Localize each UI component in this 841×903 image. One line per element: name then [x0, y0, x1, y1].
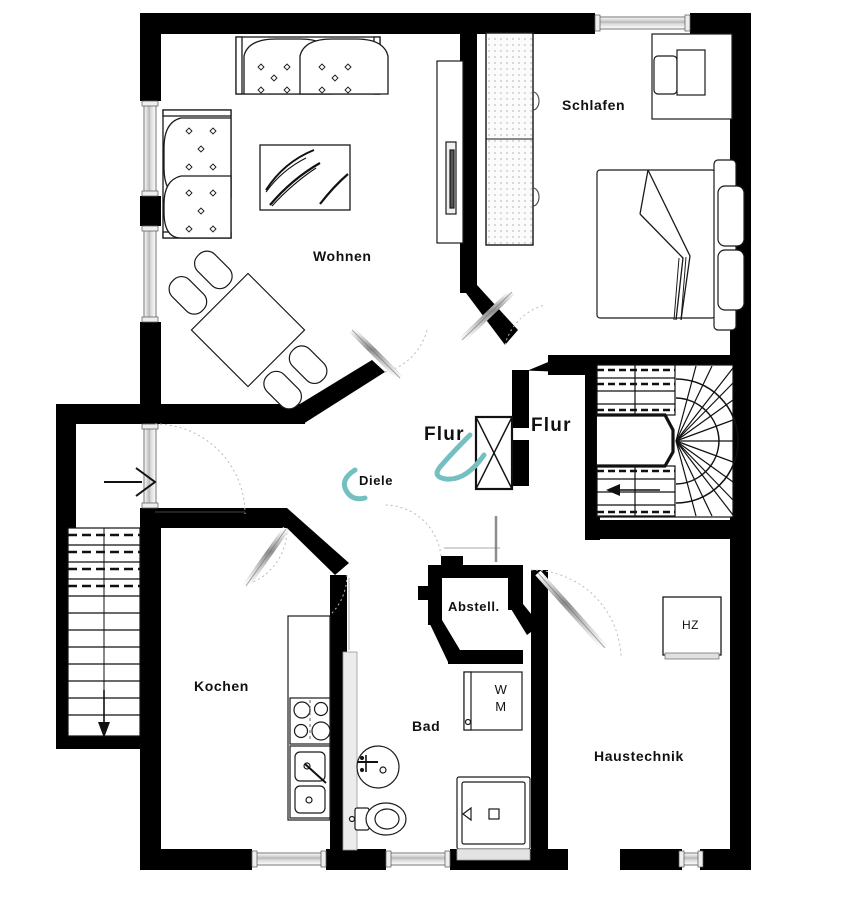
- heating-unit-box: [662, 596, 722, 656]
- window-top-right: [594, 16, 691, 30]
- furniture-bathroom: [342, 651, 531, 861]
- wall-left-jog-top: [56, 404, 161, 424]
- stair-interior: [596, 364, 739, 518]
- fixture-label-hz: HZ: [682, 618, 699, 632]
- wall-wohnen-schlafen: [460, 13, 477, 293]
- sofa-top: [235, 36, 389, 95]
- door-leaves: [155, 289, 608, 651]
- cooktop: [289, 697, 331, 745]
- wall-bottom-a: [140, 849, 252, 870]
- furniture-living-room: [162, 36, 389, 410]
- room-label-schlafen: Schlafen: [562, 97, 626, 113]
- room-label-abstell: Abstell.: [448, 599, 500, 614]
- room-label-kochen: Kochen: [194, 678, 249, 694]
- wall-left-upper: [140, 13, 161, 101]
- glass-partition-door: [474, 415, 514, 491]
- bed-double: [596, 159, 745, 331]
- room-label-wohnen: Wohnen: [313, 248, 372, 264]
- wall-stair-left: [585, 355, 600, 540]
- bathtub: [456, 776, 531, 861]
- wall-bottom-e: [700, 849, 751, 870]
- window-left-upper: [143, 100, 157, 197]
- dining-set: [168, 250, 328, 410]
- wall-wohnen-bottom: [155, 404, 305, 424]
- wall-kitchen-angle: [287, 508, 349, 575]
- door-swing-schlafen: [504, 304, 546, 346]
- furniture-storage-units: [436, 32, 540, 246]
- dining-chair: [168, 250, 328, 410]
- wall-top-left: [140, 13, 595, 34]
- windows: [141, 14, 704, 868]
- window-left-lower: [143, 225, 157, 323]
- wall-abstell-bottom: [448, 650, 523, 664]
- wall-abstell-left: [428, 565, 442, 625]
- swoosh-flur: [434, 432, 487, 482]
- wall-wohnen-angle-lower: [290, 360, 385, 424]
- room-label-diele: Diele: [359, 473, 394, 488]
- furniture-kitchen: [287, 615, 331, 821]
- toilet: [348, 802, 407, 836]
- room-label-flur-left: Flur: [424, 424, 465, 445]
- washbasin: [356, 745, 400, 789]
- door-swing-entry: [154, 423, 246, 515]
- wardrobe-schlafen: [485, 32, 540, 246]
- window-bottom-bad: [385, 852, 451, 866]
- wall-hall-partition-upper: [512, 370, 529, 428]
- window-bottom-kitchen: [251, 852, 327, 866]
- wall-stair-bottom: [585, 520, 751, 539]
- coffee-table: [259, 144, 351, 211]
- entrance-arrow: [104, 467, 157, 497]
- swoosh-diele: [341, 467, 368, 502]
- wall-bad-haustechnik: [531, 570, 548, 870]
- window-bottom-utility: [681, 852, 701, 866]
- fixture-label-wm-w: W: [494, 682, 508, 697]
- furniture-bedroom: [596, 33, 745, 331]
- fixture-label-wm-m: M: [495, 699, 507, 714]
- sofa-left: [162, 109, 232, 239]
- stair-exterior: [67, 527, 141, 738]
- furniture-utility: [662, 596, 722, 660]
- cabinet-wohnen: [436, 60, 464, 244]
- washing-machine: [463, 671, 523, 731]
- room-label-haustechnik: Haustechnik: [594, 748, 684, 764]
- room-label-flur-right: Flur: [531, 415, 572, 436]
- room-label-bad: Bad: [412, 718, 441, 734]
- kitchen-sink: [289, 745, 331, 819]
- wall-abstell-right-upper: [508, 565, 523, 610]
- wall-abstell-top: [428, 565, 522, 578]
- wall-left-pier: [140, 196, 161, 226]
- door-swing-abstell: [383, 504, 442, 557]
- window-left-stair: [143, 423, 157, 509]
- wall-left-lower-b: [140, 508, 161, 870]
- desk-schlafen: [651, 33, 733, 120]
- wall-structure: [56, 13, 751, 870]
- annotation-swooshes: [341, 432, 487, 502]
- wall-abstell-nib-left: [418, 586, 430, 600]
- bath-plumbing-wall: [342, 651, 358, 851]
- wall-left-lower-a: [140, 322, 161, 404]
- wall-bottom-d: [620, 849, 682, 870]
- wall-nib-hall: [441, 556, 463, 568]
